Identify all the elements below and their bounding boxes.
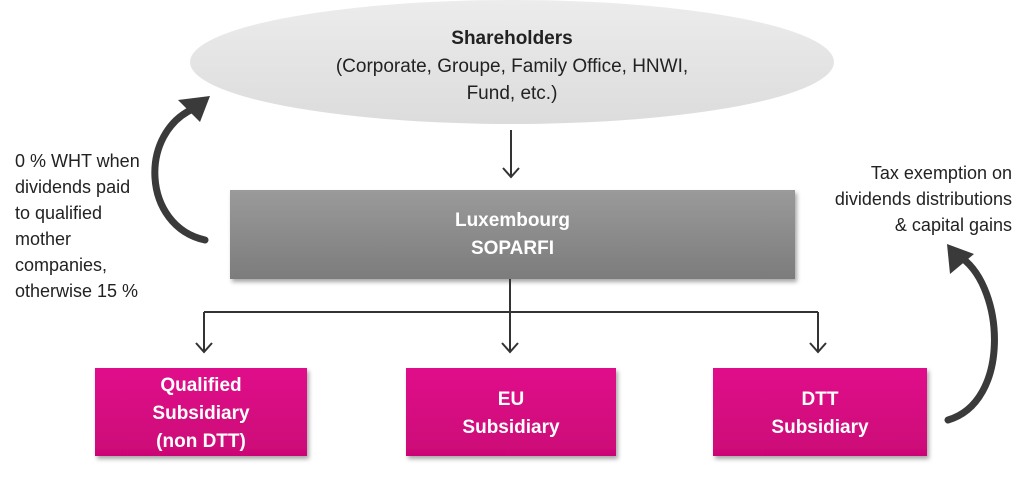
wht-note-line: companies,	[15, 255, 108, 275]
wht-note: 0 % WHT when dividends paid to qualified…	[15, 148, 175, 304]
wht-note-line: 0 % WHT when	[15, 151, 140, 171]
subsidiary-label-line: EU	[497, 389, 525, 410]
subsidiary-label-qualified: Qualified Subsidiary (non DTT)	[95, 372, 307, 456]
shareholders-title: Shareholders	[451, 28, 573, 49]
tax-exemption-note-line: & capital gains	[894, 215, 1012, 235]
shareholders-detail-line: (Corporate, Groupe, Family Office, HNWI,	[335, 56, 689, 77]
subsidiary-label-line: (non DTT)	[156, 431, 246, 452]
tax-exemption-note-line: dividends distributions	[834, 189, 1012, 209]
subsidiary-box-dtt	[713, 368, 927, 456]
holding-box	[230, 190, 795, 279]
wht-note-line: otherwise 15 %	[15, 281, 139, 301]
subsidiary-label-dtt: DTT Subsidiary	[713, 386, 927, 442]
arrow-shareholders-to-holding	[502, 130, 520, 179]
tax-exemption-note-line: Tax exemption on	[870, 163, 1012, 183]
subsidiary-label-line: Subsidiary	[771, 417, 869, 438]
subsidiary-label-line: Qualified	[160, 375, 242, 396]
holding-label-line: SOPARFI	[470, 238, 555, 259]
subsidiary-box-qualified	[95, 368, 307, 456]
holding-label: Luxembourg SOPARFI	[230, 207, 795, 263]
tax-exemption-note: Tax exemption on dividends distributions…	[782, 160, 1012, 238]
wht-note-line: mother	[15, 229, 72, 249]
holding-label-line: Luxembourg	[454, 210, 571, 231]
curved-arrow-left	[151, 96, 210, 244]
shareholders-detail: (Corporate, Groupe, Family Office, HNWI,…	[262, 53, 762, 107]
subsidiary-label-line: Subsidiary	[462, 417, 560, 438]
subsidiary-label-eu: EU Subsidiary	[406, 386, 616, 442]
subsidiary-box-eu	[406, 368, 616, 456]
subsidiary-label-line: Subsidiary	[152, 403, 250, 424]
subsidiary-label-line: DTT	[801, 389, 839, 410]
curved-arrow-right	[944, 244, 998, 424]
wht-note-line: dividends paid	[15, 177, 131, 197]
wht-note-line: to qualified	[15, 203, 103, 223]
shareholders-ellipse	[190, 0, 834, 124]
shareholders-detail-line: Fund, etc.)	[466, 83, 558, 104]
subsidiary-connector-lines	[195, 279, 827, 354]
